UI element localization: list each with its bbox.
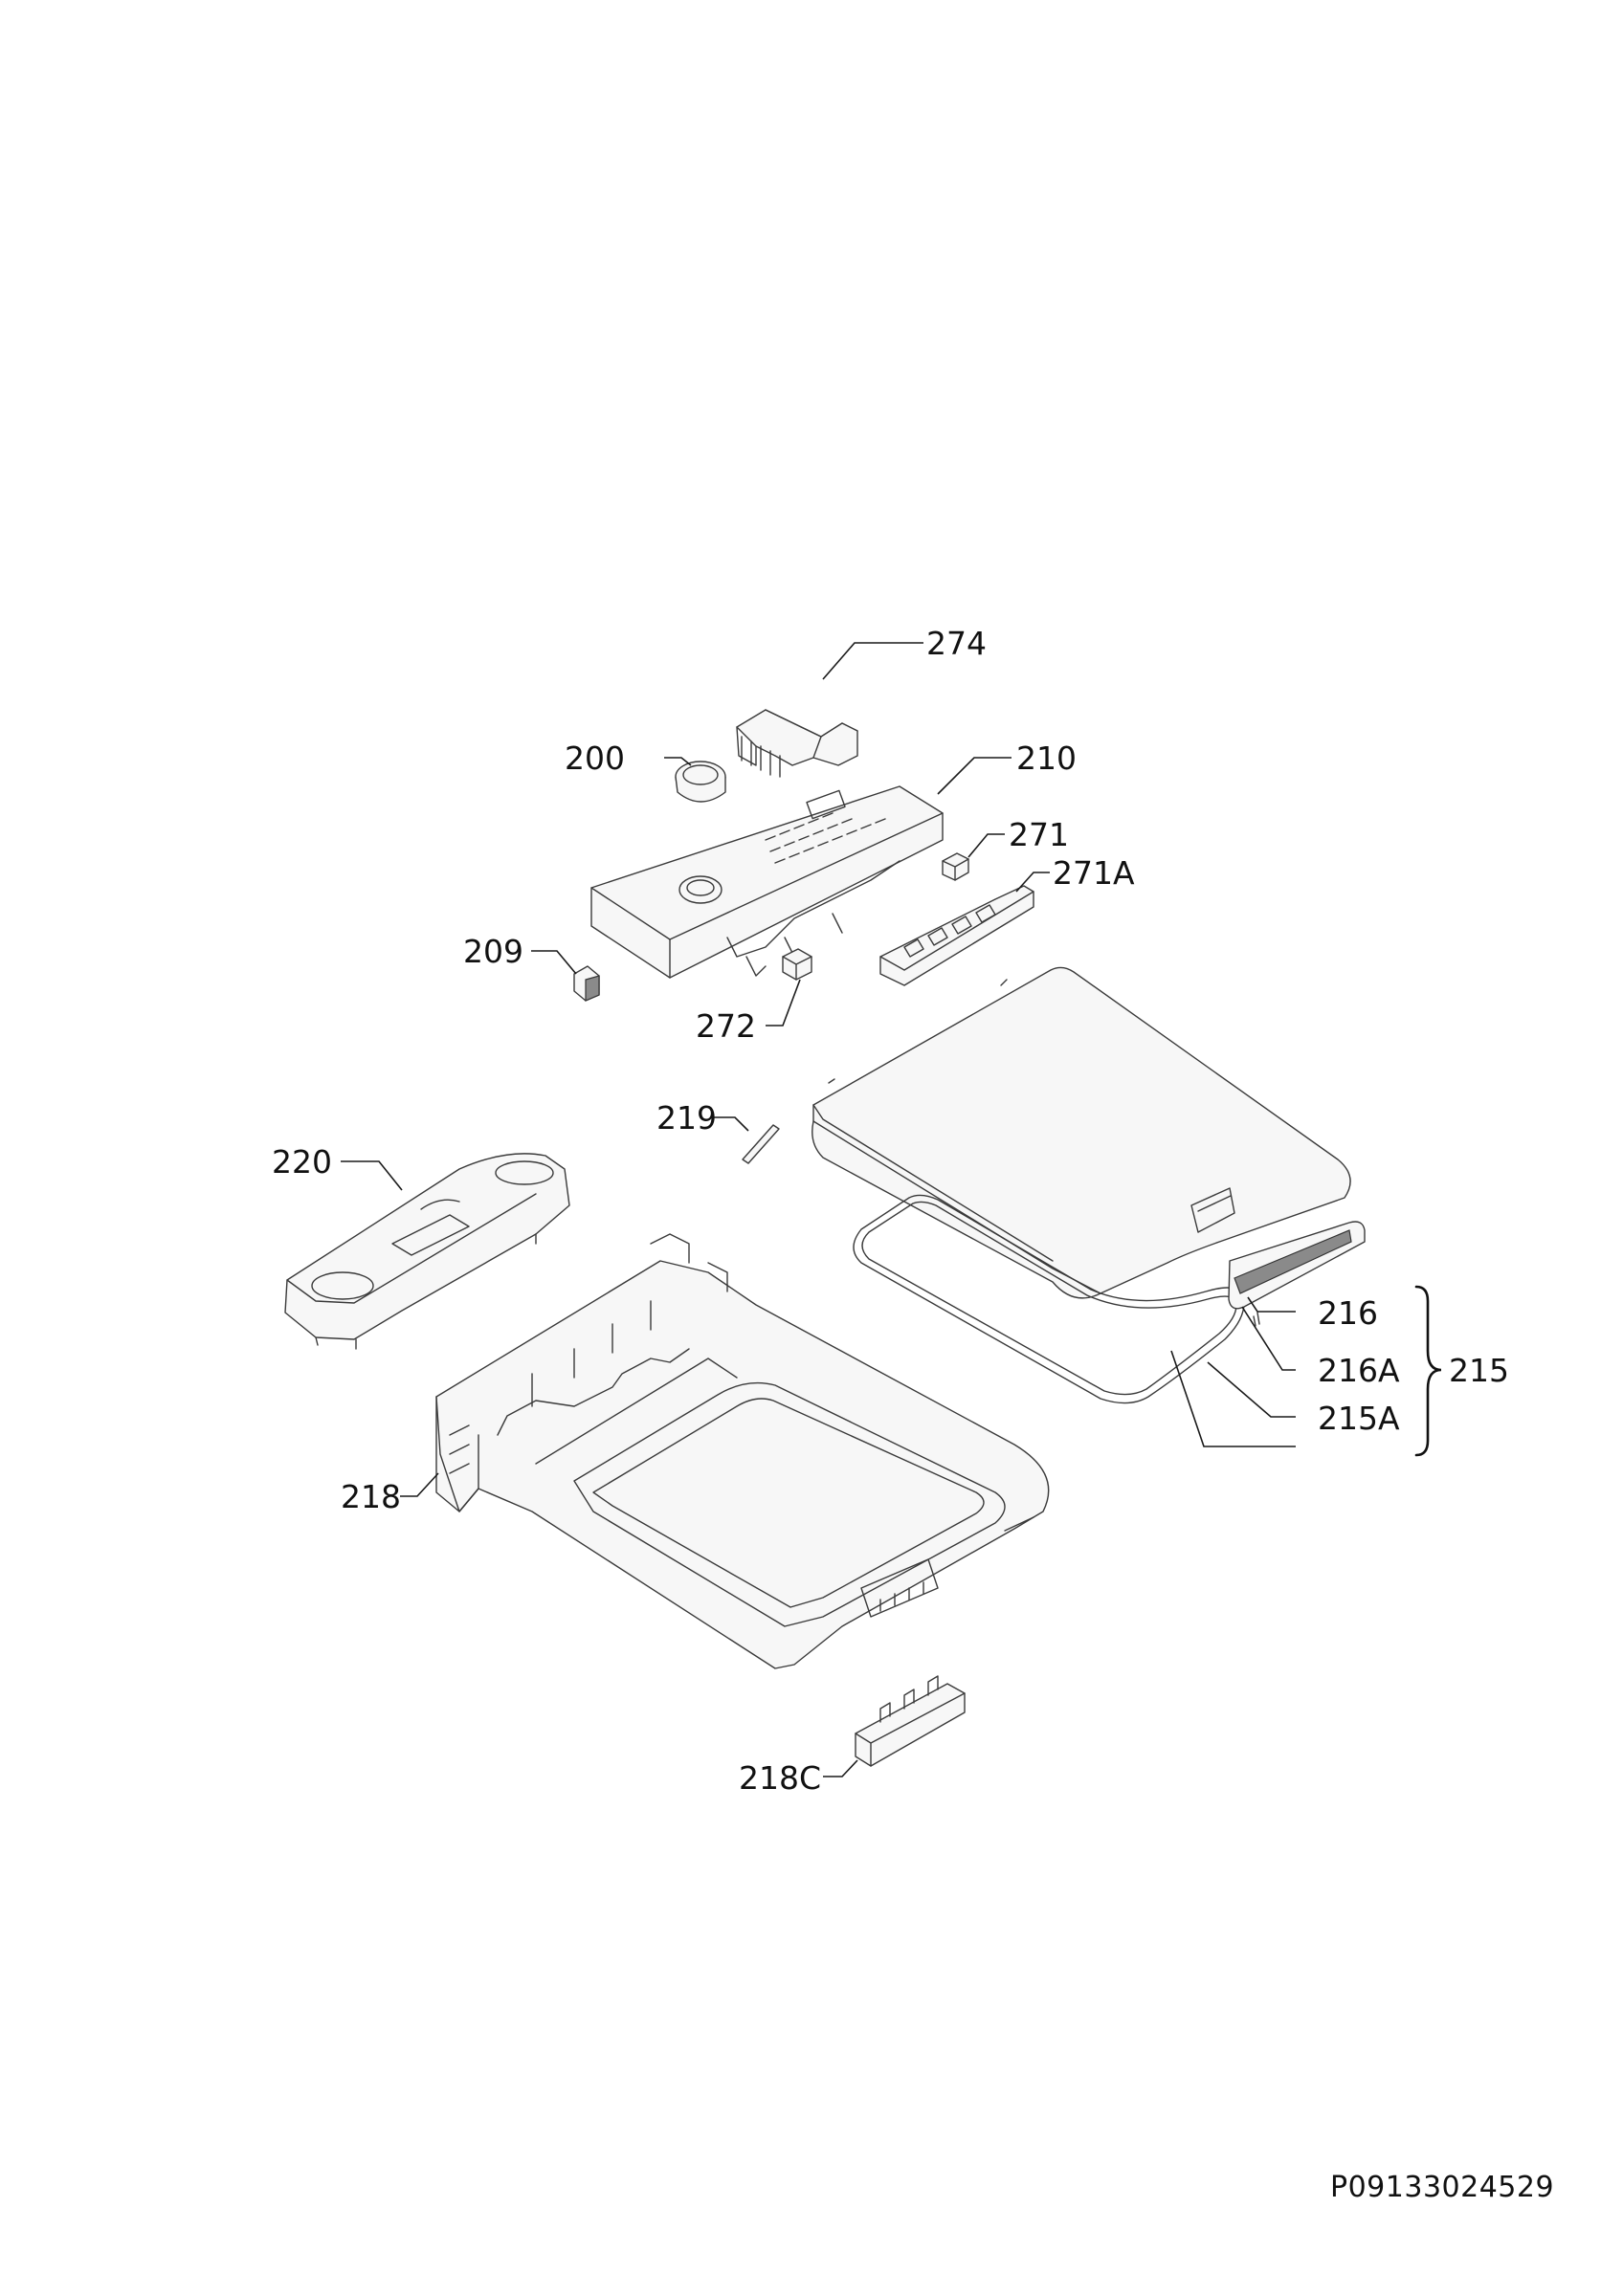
part-271-switch (942, 852, 969, 881)
group-brace-215 (1414, 1285, 1442, 1457)
callout-272: 272 (696, 1007, 756, 1045)
callout-215a: 215A (1318, 1400, 1400, 1437)
part-271a-button-board (879, 885, 1034, 986)
callout-271a: 271A (1053, 854, 1135, 892)
callout-210: 210 (1016, 740, 1077, 777)
part-209-clip (573, 965, 600, 1002)
part-220-detergent-dispenser (284, 1153, 570, 1350)
part-219-hinge-pin (742, 1124, 780, 1164)
part-200-knob (675, 761, 726, 803)
callout-219: 219 (656, 1099, 717, 1137)
callout-209: 209 (463, 933, 523, 970)
callout-215: 215 (1449, 1352, 1509, 1389)
part-272-connector (782, 948, 812, 981)
callout-216: 216 (1318, 1294, 1378, 1332)
document-id: P09133024529 (1330, 2171, 1554, 2204)
callout-216a: 216A (1318, 1352, 1400, 1389)
callout-218c: 218C (739, 1759, 821, 1797)
part-216-handle (1228, 1221, 1366, 1327)
part-216a-lid-frame (853, 1194, 1245, 1404)
callout-200: 200 (565, 740, 625, 777)
callout-labels: 274 200 210 271 271A 209 272 219 220 216… (272, 625, 1509, 1797)
callout-220: 220 (272, 1143, 332, 1181)
leader-lines (341, 642, 1296, 1777)
callout-274: 274 (926, 625, 987, 662)
callout-271: 271 (1009, 816, 1069, 853)
part-218-top-frame (435, 1233, 1050, 1669)
part-274-connector-bracket (736, 709, 858, 778)
part-210-control-panel (590, 785, 944, 979)
part-218c-connector-block (855, 1675, 966, 1767)
callout-218: 218 (341, 1478, 401, 1515)
